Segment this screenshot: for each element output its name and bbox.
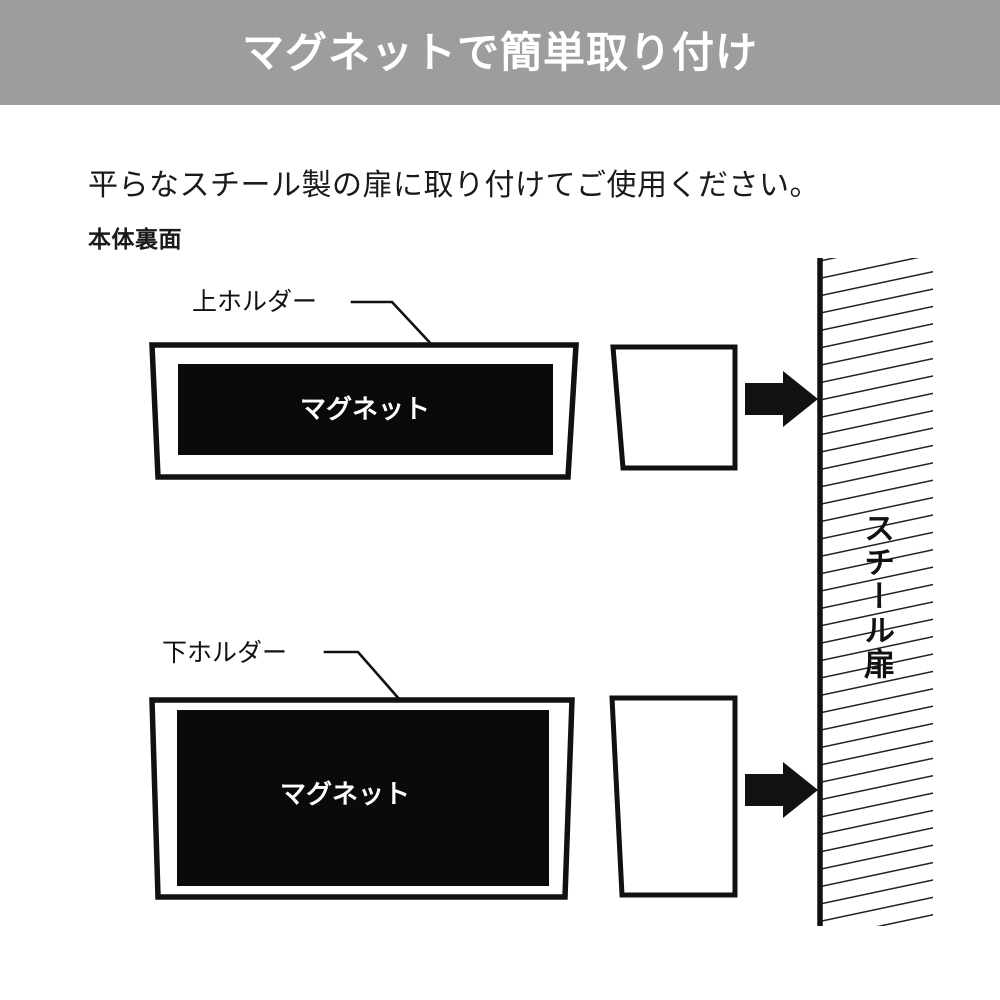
- lower-holder-leader-line: [323, 650, 402, 702]
- lower-magnet-label: マグネット: [280, 779, 410, 809]
- lower-side-view-piece: [609, 695, 738, 898]
- lower-holder-label: 下ホルダー: [162, 639, 287, 667]
- upper-attach-arrow: [745, 371, 818, 427]
- subheading-back-side: 本体裏面: [88, 226, 182, 252]
- header-banner: マグネットで簡単取り付け: [0, 0, 1000, 105]
- lower-attach-arrow: [745, 762, 818, 818]
- lower-magnet-block: [177, 710, 549, 886]
- steel-door-label: スチール扉: [859, 512, 894, 682]
- upper-magnet-block: [178, 364, 553, 455]
- upper-magnet-label: マグネット: [300, 394, 430, 424]
- page-title: マグネットで簡単取り付け: [241, 28, 758, 76]
- upper-side-view-piece: [610, 344, 738, 471]
- instruction-text: 平らなスチール製の扉に取り付けてご使用ください。: [88, 169, 820, 202]
- upper-holder-leader-line: [350, 300, 436, 349]
- steel-door-wall: [817, 258, 933, 926]
- upper-holder-label: 上ホルダー: [192, 288, 317, 316]
